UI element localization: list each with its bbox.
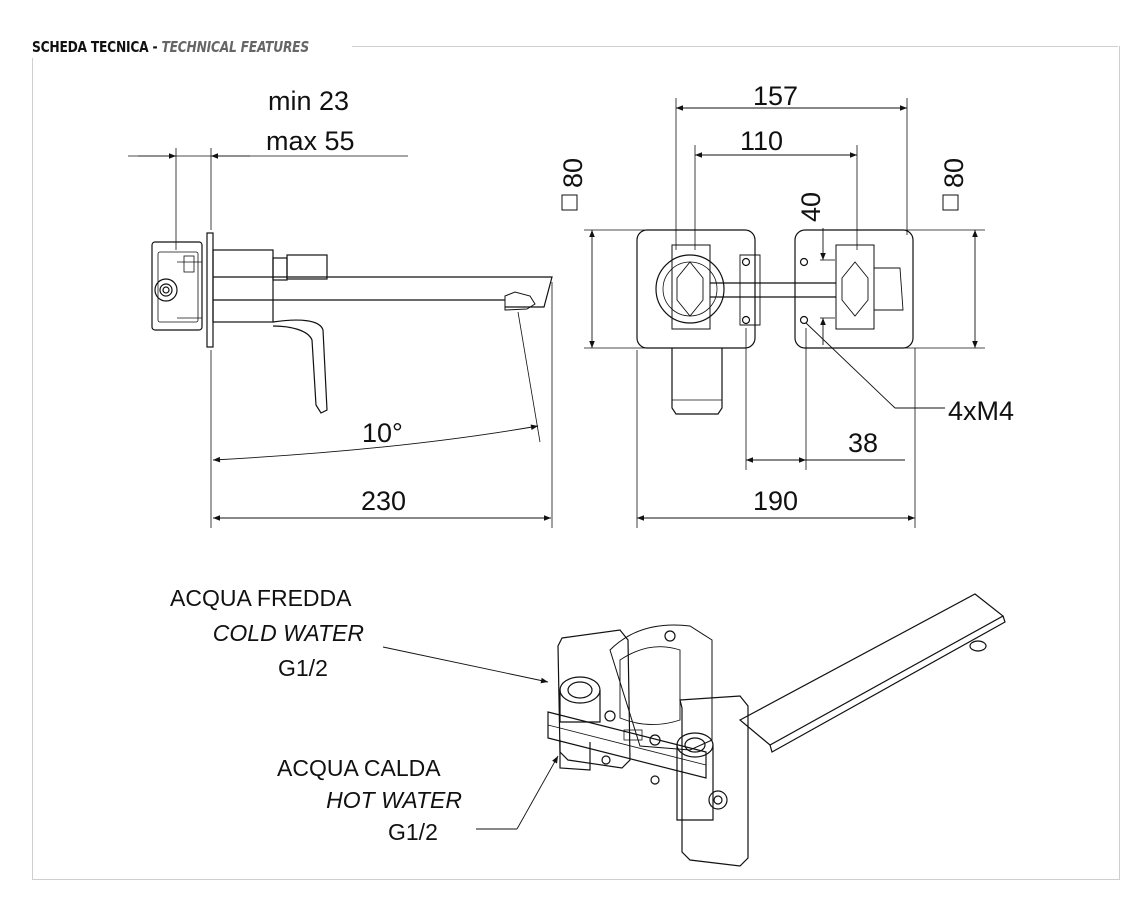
- cold-label-en: COLD WATER: [213, 620, 364, 646]
- hot-thread-label: G1/2: [388, 819, 438, 845]
- spacing-label: 38: [848, 428, 878, 458]
- hot-label-it: ACQUA CALDA: [277, 755, 441, 781]
- width-total-label: 190: [753, 486, 798, 516]
- angle-label: 10°: [362, 418, 403, 448]
- sheet-header: SCHEDA TECNICA-TECHNICAL FEATURES: [32, 36, 316, 58]
- length-label: 230: [361, 486, 406, 516]
- header-title-it: SCHEDA TECNICA: [32, 38, 149, 56]
- screws-label: 4xM4: [948, 396, 1014, 426]
- angle-dim-arc: [212, 424, 539, 463]
- plate-left-label: 80: [558, 158, 588, 188]
- isometric-view: [382, 593, 1006, 867]
- header-separator: -: [152, 38, 158, 56]
- front-view: [561, 98, 985, 528]
- header-title-en: TECHNICAL FEATURES: [161, 38, 309, 56]
- offset-label: 40: [796, 192, 826, 222]
- plate-right-label: 80: [939, 158, 969, 188]
- frame-top-rule: [352, 46, 1118, 47]
- cold-thread-label: G1/2: [278, 655, 328, 681]
- width-inner-label: 110: [740, 126, 783, 156]
- cold-label-it: ACQUA FREDDA: [170, 585, 352, 611]
- wall-max-label: max 55: [266, 126, 355, 156]
- sheet-frame: [32, 46, 1120, 880]
- width-overall-label: 157: [753, 81, 798, 111]
- wall-min-label: min 23: [268, 86, 349, 116]
- side-view: [128, 148, 553, 528]
- hot-label-en: HOT WATER: [326, 787, 462, 813]
